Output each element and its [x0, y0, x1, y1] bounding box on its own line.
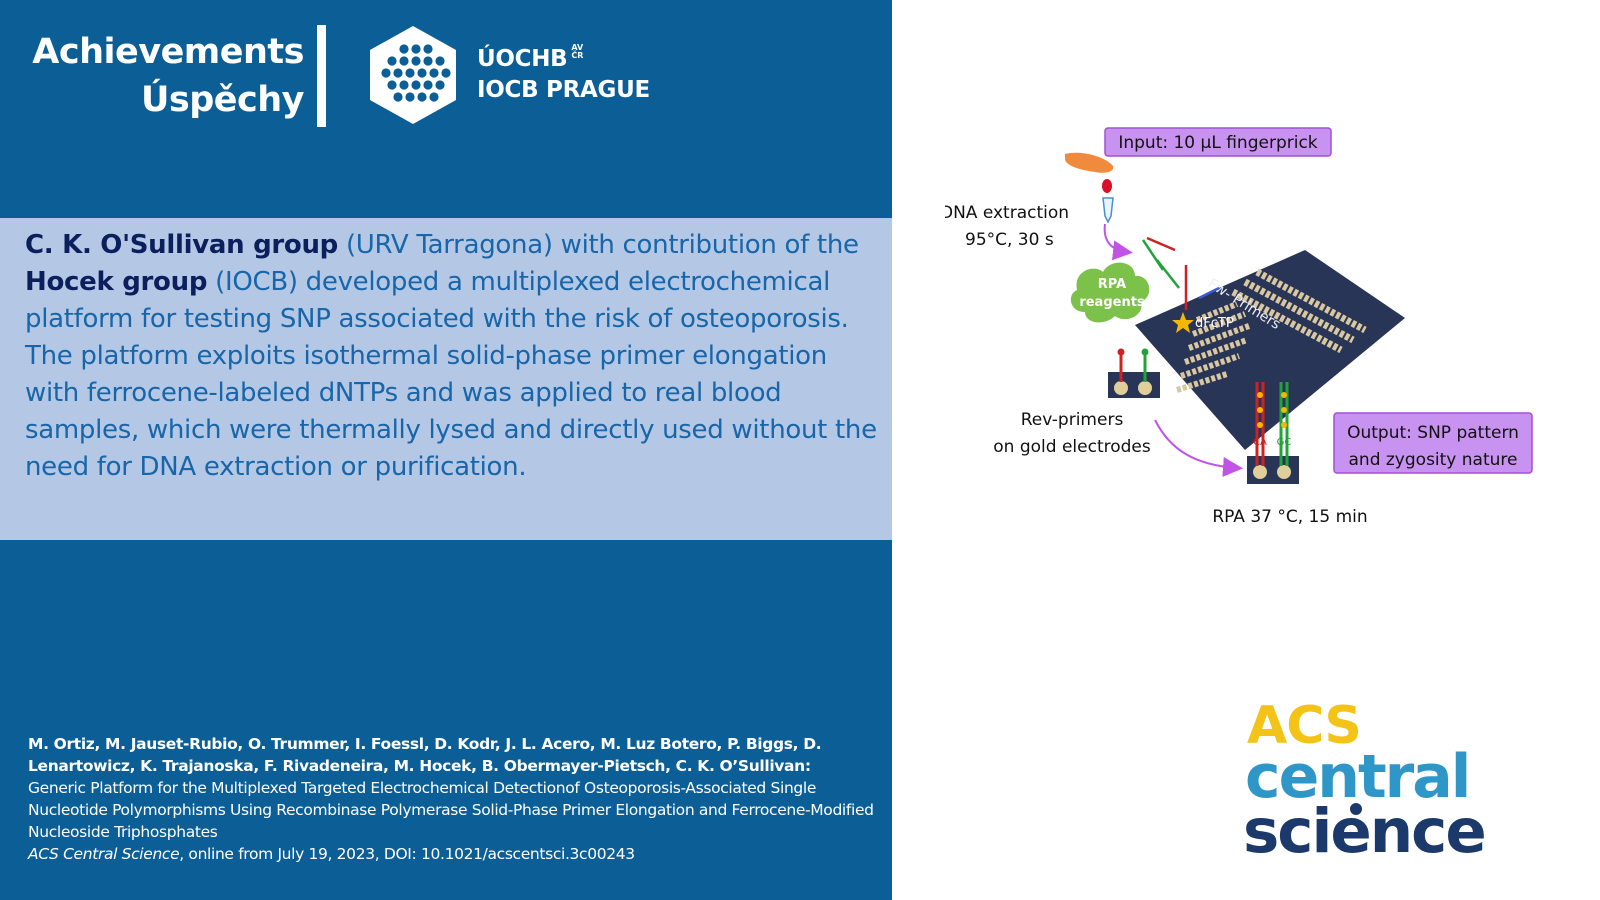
- rev-primers-label-1: Rev-primers: [1021, 410, 1124, 430]
- citation-authors: M. Ortiz, M. Jauset-Rubio, O. Trummer, I…: [28, 735, 822, 775]
- logo-avcr-line1: AV: [571, 43, 584, 52]
- acs-logo-dot-icon: [1348, 801, 1364, 817]
- allele-ca-label: CA: [1253, 437, 1267, 448]
- summary-group-osullivan: C. K. O'Sullivan group: [25, 230, 338, 260]
- acs-logo-central: central: [1245, 742, 1469, 812]
- tube-icon: [1102, 197, 1114, 224]
- logo-uochb-text: ÚOCHB: [477, 46, 568, 72]
- summary-text: C. K. O'Sullivan group (URV Tarragona) w…: [25, 227, 885, 486]
- output-label-2: and zygosity nature: [1349, 450, 1518, 470]
- header-title-en: Achievements: [32, 32, 304, 72]
- rev-primers-label-2: on gold electrodes: [993, 437, 1151, 457]
- output-box: [1333, 412, 1533, 474]
- logo-iocb-prague: IOCB PRAGUE: [477, 77, 650, 103]
- ferrocene-star-icon: [1172, 312, 1194, 333]
- citation: M. Ortiz, M. Jauset-Rubio, O. Trummer, I…: [28, 733, 888, 865]
- citation-journal: ACS Central Science: [28, 845, 180, 863]
- header-divider: [317, 25, 326, 127]
- chip-electrode-rows: [1176, 301, 1251, 393]
- rpa-reagents-label-2: reagents: [1079, 295, 1145, 310]
- output-label-1: Output: SNP pattern: [1347, 423, 1519, 443]
- citation-journal-line: ACS Central Science, online from July 19…: [28, 843, 888, 865]
- primer-strands-icon: [1141, 236, 1220, 310]
- acs-logo-acs: ACS: [1247, 697, 1361, 756]
- rpa-reagents-cloud-icon: [1070, 262, 1150, 323]
- citation-details: , online from July 19, 2023, DOI: 10.102…: [179, 845, 635, 863]
- graphical-abstract: Input: 10 µL fingerprick DNA extraction …: [945, 127, 1533, 527]
- input-label: Input: 10 µL fingerprick: [1118, 133, 1317, 153]
- iocb-logo-icon: [370, 26, 456, 124]
- input-box: [1104, 127, 1332, 157]
- allele-gc-label: GC: [1277, 437, 1292, 448]
- acs-logo-science: science: [1245, 796, 1485, 867]
- acs-central-science-logo: ACS central science: [1245, 697, 1487, 867]
- dna-extraction-label: DNA extraction: [945, 203, 1069, 223]
- summary-group-hocek: Hocek group: [25, 267, 208, 297]
- header-title-cz: Úspěchy: [140, 80, 305, 120]
- summary-band: [0, 218, 892, 540]
- arrow-extraction-icon: [1103, 223, 1133, 261]
- chip-icon: [1135, 250, 1405, 450]
- summary-text-1: (URV Tarragona) with contribution of the: [338, 230, 859, 260]
- dfctp-label: dFcTP: [1195, 316, 1234, 331]
- dna-conditions-label: 95°C, 30 s: [965, 230, 1054, 250]
- rpa-reagents-label-1: RPA: [1098, 277, 1126, 292]
- output-ferrocene-icons: [1257, 392, 1287, 428]
- summary-text-2: (IOCB) developed a multiplexed electroch…: [25, 267, 877, 482]
- finger-icon: [1065, 152, 1114, 173]
- blood-drop-icon: [1102, 179, 1112, 193]
- arrow-rpa-icon: [1154, 419, 1243, 477]
- fw-primer-lines: [1231, 268, 1367, 354]
- header-title: Achievements Úspěchy: [28, 28, 304, 124]
- rpa-conditions-label: RPA 37 °C, 15 min: [1212, 507, 1367, 527]
- logo-avcr-line2: ČR: [571, 51, 584, 60]
- citation-title: Generic Platform for the Multiplexed Tar…: [28, 779, 874, 841]
